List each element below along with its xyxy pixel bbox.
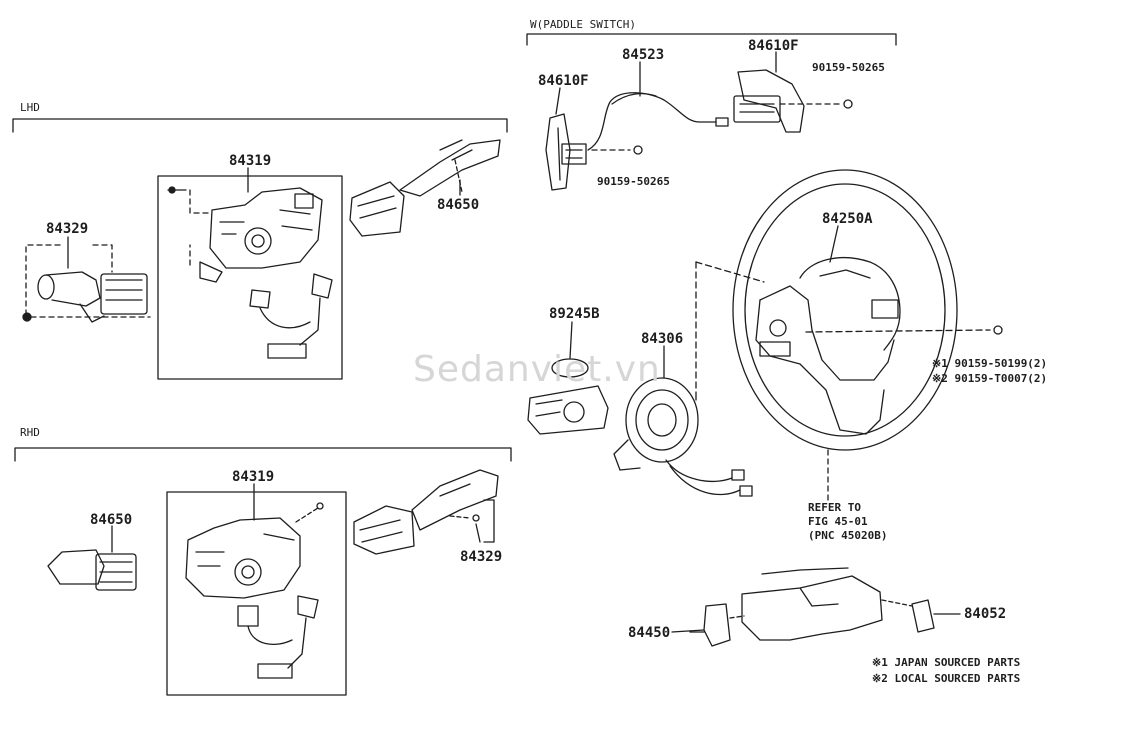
refer-note-line2: FIG 45-01	[808, 515, 868, 528]
sensor-89245b	[527, 358, 609, 435]
part-number-84450: 84450	[628, 625, 671, 641]
switch-84650-lhd	[349, 139, 501, 237]
bolt-90159-lower-head	[633, 145, 643, 155]
part-number-84250a: 84250A	[822, 211, 873, 227]
legend-japan-sourced: ※1 JAPAN SOURCED PARTS	[872, 656, 1021, 669]
lhd-bracket	[12, 118, 508, 133]
part-number-89245b: 89245B	[549, 306, 600, 322]
lhd-label: LHD	[20, 101, 40, 114]
switch-84450	[689, 603, 745, 647]
switch-84329-lhd	[22, 244, 151, 323]
legend-local-sourced: ※2 LOCAL SOURCED PARTS	[872, 672, 1021, 685]
bolt-note-japan: ※1 90159-50199(2)	[932, 357, 1048, 370]
part-number-84319-lhd: 84319	[229, 153, 272, 169]
lhd-84319-box	[157, 175, 343, 380]
paddle-switch-84610f-right	[733, 69, 853, 133]
part-number-84306: 84306	[641, 331, 684, 347]
rhd-84319-box	[166, 491, 347, 696]
refer-note-line3: (PNC 45020B)	[808, 529, 888, 542]
part-number-84610f-right: 84610F	[748, 38, 799, 54]
switch-84329-rhd	[353, 469, 499, 555]
switch-84319-rhd	[185, 502, 324, 679]
paddle-switch-label: W(PADDLE SWITCH)	[530, 18, 636, 31]
part-number-84329-rhd: 84329	[460, 549, 503, 565]
switch-84319-lhd	[167, 186, 333, 359]
part-number-84052: 84052	[964, 606, 1007, 622]
part-number-84329-lhd: 84329	[46, 221, 89, 237]
part-number-84610f-left: 84610F	[538, 73, 589, 89]
rhd-bracket	[14, 447, 512, 462]
part-number-84650-lhd: 84650	[437, 197, 480, 213]
wire-84523	[587, 92, 729, 151]
leader-lines	[67, 51, 839, 633]
part-number-84523: 84523	[622, 47, 665, 63]
refer-note-line1: REFER TO	[808, 501, 861, 514]
switch-84650-rhd	[47, 549, 137, 591]
part-number-90159-50265-top: 90159-50265	[812, 61, 885, 74]
steering-wheel-84250a	[695, 169, 1003, 503]
watermark-text: Sedanviet.vn	[413, 349, 661, 390]
switch-84052	[881, 599, 961, 633]
paddle-bracket	[526, 33, 897, 46]
part-number-90159-50265-low: 90159-50265	[597, 175, 670, 188]
rhd-label: RHD	[20, 426, 40, 439]
part-number-84650-rhd: 84650	[90, 512, 133, 528]
spiral-cable-84306	[613, 377, 753, 497]
bolt-note-local: ※2 90159-T0007(2)	[932, 372, 1048, 385]
column-cover	[741, 567, 883, 641]
paddle-switch-84610f-left	[545, 113, 587, 191]
part-number-84319-rhd: 84319	[232, 469, 275, 485]
